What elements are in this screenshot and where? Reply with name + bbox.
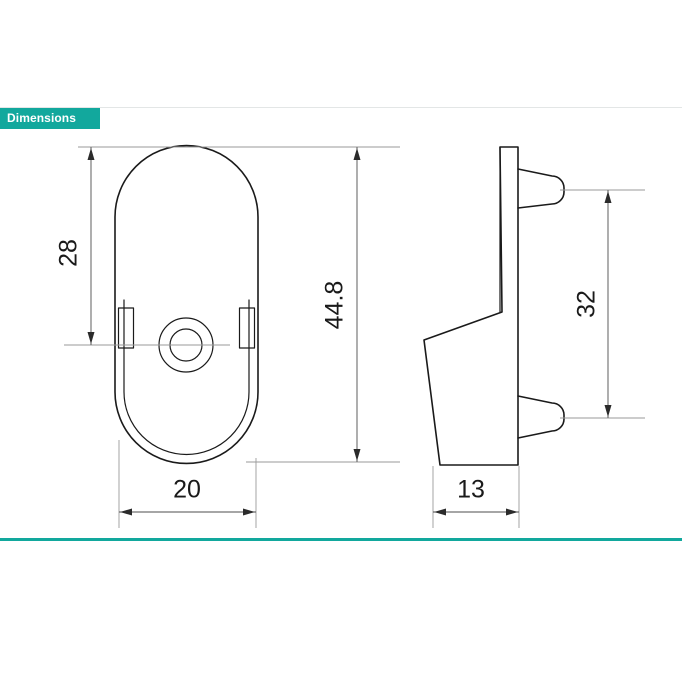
dimension-height-32: 32 bbox=[560, 189, 645, 419]
dimension-20-arrow-left bbox=[120, 508, 132, 516]
dimension-height-28: 28 bbox=[55, 146, 250, 346]
dimension-13-arrow-left bbox=[434, 508, 446, 516]
front-view-inner-u-profile bbox=[123, 299, 250, 456]
dimension-height-44-8: 44.8 bbox=[222, 146, 400, 463]
dimension-28-arrow-bottom bbox=[87, 332, 95, 344]
front-view-left-notch bbox=[117, 307, 135, 349]
dimension-28-label: 28 bbox=[55, 239, 83, 267]
dimensions-section-badge: Dimensions bbox=[0, 108, 100, 129]
dimension-20-arrow-right bbox=[243, 508, 255, 516]
dimension-44-8-arrow-top bbox=[353, 148, 361, 160]
dimension-44-8-label: 44.8 bbox=[321, 281, 349, 330]
side-view-top-tab bbox=[517, 168, 565, 209]
header-divider bbox=[0, 107, 682, 108]
dimension-13-label: 13 bbox=[457, 476, 485, 504]
dimension-32-arrow-top bbox=[604, 191, 612, 203]
footer-divider bbox=[0, 538, 682, 541]
dimension-width-20: 20 bbox=[118, 440, 257, 528]
dimension-20-label: 20 bbox=[173, 476, 201, 504]
front-view-right-notch bbox=[238, 307, 256, 349]
side-view-bottom-tab bbox=[517, 395, 565, 439]
dimension-13-arrow-right bbox=[506, 508, 518, 516]
front-view-outer-outline bbox=[114, 144, 259, 465]
dimension-44-8-arrow-bottom bbox=[353, 449, 361, 461]
dimension-28-arrow-top bbox=[87, 148, 95, 160]
dimension-depth-13: 13 bbox=[432, 466, 520, 528]
dimension-32-label: 32 bbox=[573, 290, 601, 318]
front-view bbox=[114, 144, 259, 465]
dimension-32-arrow-bottom bbox=[604, 405, 612, 417]
side-view-body-outline bbox=[423, 146, 519, 466]
side-view bbox=[423, 146, 565, 466]
